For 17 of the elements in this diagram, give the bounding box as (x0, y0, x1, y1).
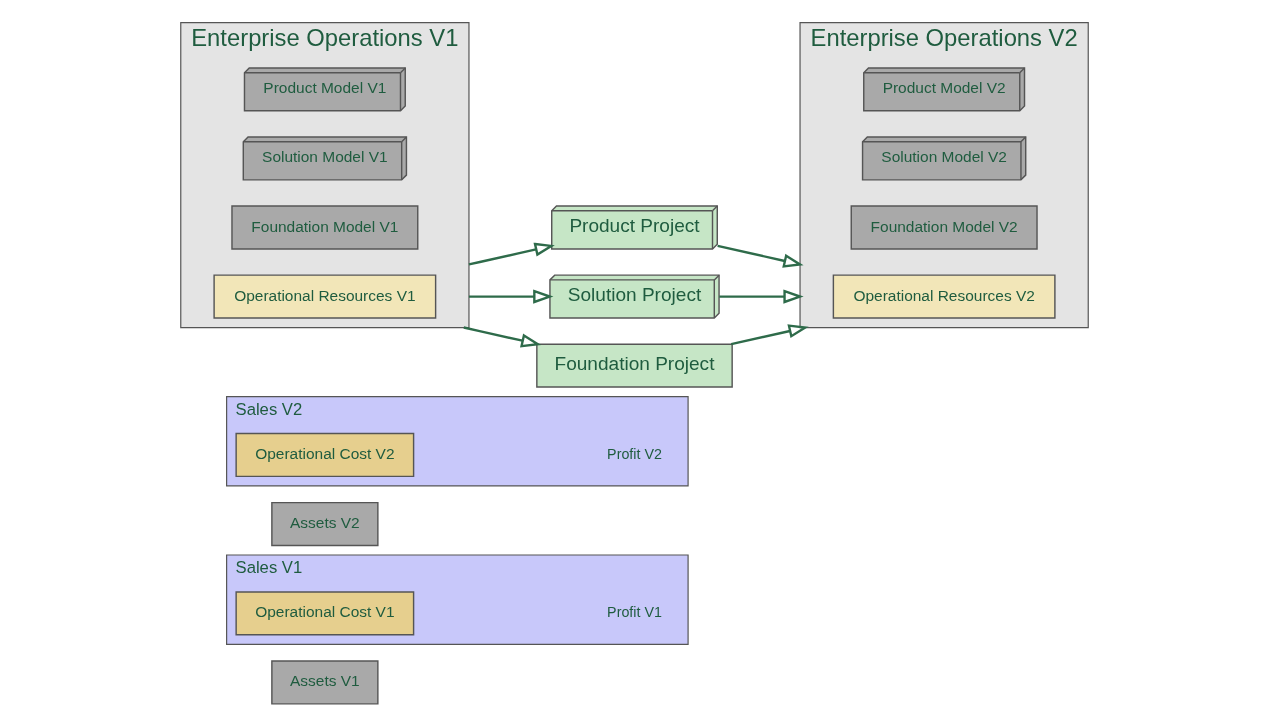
node-box: Operational Resources V2 (832, 274, 1056, 319)
node-box: Foundation Model V2 (850, 205, 1038, 250)
arrow (717, 244, 804, 268)
node-box: Operational Resources V1 (213, 274, 437, 319)
node-label: Profit V2 (607, 445, 662, 462)
node-box: Assets V1 (271, 660, 379, 705)
arrow (468, 242, 555, 266)
node-box: Operational Cost V2 (235, 432, 415, 478)
node-box: Foundation Model V1 (231, 205, 419, 250)
node-box: Operational Cost V1 (235, 591, 415, 636)
arrow (463, 326, 542, 348)
node-label: Profit V1 (607, 604, 662, 621)
node-box: Foundation Project (536, 343, 733, 388)
arrow (730, 324, 809, 346)
arrow (468, 289, 554, 304)
arrow (719, 289, 804, 304)
node-box: Assets V2 (271, 501, 379, 547)
